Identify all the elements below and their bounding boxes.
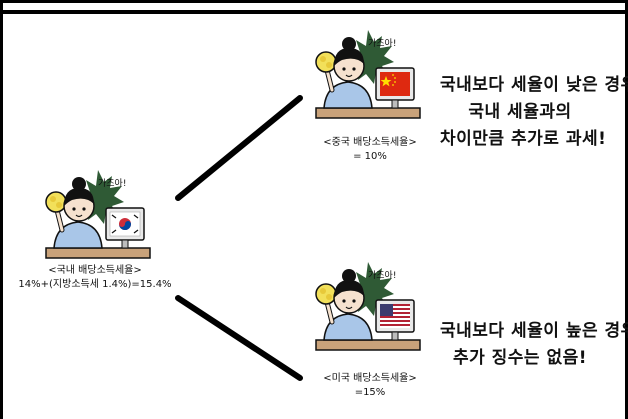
china-note: 국내보다 세율이 낮은 경우 국내 세율과의 차이만큼 추가로 과세! bbox=[440, 72, 628, 153]
korea-investor-illustration bbox=[46, 170, 150, 258]
china-caption-value: = 10% bbox=[353, 151, 387, 162]
south-korea-flag-icon bbox=[109, 211, 141, 237]
usa-shout-text: 가즈아! bbox=[368, 270, 396, 281]
usa-note-line: 국내보다 세율이 높은 경우 bbox=[440, 321, 628, 341]
china-flag-icon bbox=[380, 72, 410, 96]
usa-flag-icon bbox=[380, 304, 410, 328]
china-note-line: 국내 세율과의 bbox=[468, 102, 572, 122]
korea-caption: <국내 배당소득세율> 14%+(지방소득세 1.4%)=15.4% bbox=[10, 264, 180, 292]
korea-caption-title: <국내 배당소득세율> bbox=[48, 265, 142, 276]
korea-shout-text: 가즈아! bbox=[98, 178, 126, 189]
usa-investor-illustration bbox=[316, 262, 420, 350]
usa-caption-value: =15% bbox=[354, 387, 386, 398]
usa-note: 국내보다 세율이 높은 경우 추가 징수는 없음! bbox=[440, 318, 628, 372]
china-caption: <중국 배당소득세율> = 10% bbox=[295, 136, 445, 164]
connector-line-usa bbox=[175, 295, 303, 381]
usa-note-line: 추가 징수는 없음! bbox=[452, 348, 588, 368]
connector-line-china bbox=[175, 95, 303, 201]
china-shout-text: 가즈아! bbox=[368, 38, 396, 49]
china-investor-illustration bbox=[316, 30, 420, 118]
china-caption-title: <중국 배당소득세율> bbox=[323, 137, 417, 148]
usa-caption-title: <미국 배당소득세율> bbox=[323, 373, 417, 384]
china-note-line: 국내보다 세율이 낮은 경우 bbox=[440, 75, 628, 95]
korea-caption-value: 14%+(지방소득세 1.4%)=15.4% bbox=[18, 279, 172, 290]
usa-caption: <미국 배당소득세율> =15% bbox=[295, 372, 445, 400]
china-note-line: 차이만큼 추가로 과세! bbox=[440, 129, 607, 149]
top-divider bbox=[0, 10, 628, 14]
